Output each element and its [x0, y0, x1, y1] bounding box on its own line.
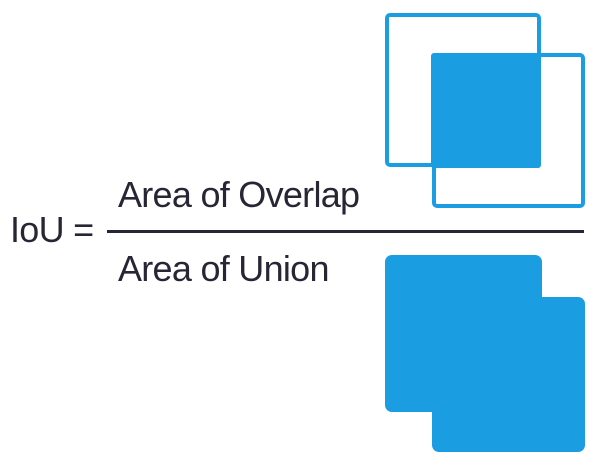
iou-label: IoU =	[10, 209, 94, 250]
numerator-label: Area of Overlap	[118, 174, 360, 215]
overlap-diagram	[385, 13, 590, 213]
intersection-fill	[431, 53, 541, 168]
union-box-b	[432, 297, 585, 452]
union-diagram	[385, 255, 590, 455]
fraction-line	[107, 230, 584, 233]
denominator-label: Area of Union	[118, 248, 330, 289]
